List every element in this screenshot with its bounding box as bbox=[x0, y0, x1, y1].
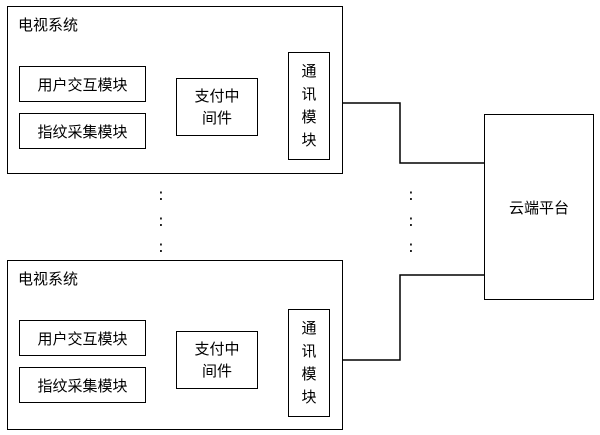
connector-comm-to-cloud-top bbox=[330, 102, 484, 164]
payment-middleware: 支付中 间件 bbox=[176, 331, 258, 389]
cloud-platform: 云端平台 bbox=[484, 114, 594, 300]
comm-char: 讯 bbox=[301, 85, 317, 103]
user-interaction-module-label: 用户交互模块 bbox=[37, 329, 128, 348]
ellipsis-left: : : : bbox=[156, 182, 166, 260]
comm-char: 模 bbox=[301, 108, 317, 126]
payment-middleware: 支付中 间件 bbox=[176, 78, 258, 136]
tv-system-title: 电视系统 bbox=[18, 270, 79, 288]
ellipsis-dot: : bbox=[408, 237, 414, 256]
ellipsis-dot: : bbox=[158, 237, 164, 256]
fingerprint-module-label: 指纹采集模块 bbox=[37, 376, 128, 395]
comm-char: 模 bbox=[301, 365, 317, 383]
comm-char: 通 bbox=[301, 319, 317, 337]
ellipsis-dot: : bbox=[408, 185, 414, 204]
fingerprint-module: 指纹采集模块 bbox=[19, 113, 146, 149]
user-interaction-module: 用户交互模块 bbox=[19, 320, 146, 356]
ellipsis-dot: : bbox=[158, 211, 164, 230]
ellipsis-right: : : : bbox=[406, 182, 416, 260]
comm-char: 通 bbox=[301, 62, 317, 80]
payment-middleware-line2: 间件 bbox=[201, 362, 232, 380]
fingerprint-module-label: 指纹采集模块 bbox=[37, 122, 128, 141]
ellipsis-dot: : bbox=[408, 211, 414, 230]
comm-char: 讯 bbox=[301, 342, 317, 360]
connector-comm-to-cloud-bottom bbox=[330, 274, 484, 361]
communication-module: 通 讯 模 块 bbox=[288, 52, 330, 160]
payment-middleware-line1: 支付中 bbox=[194, 87, 240, 105]
user-interaction-module-label: 用户交互模块 bbox=[37, 75, 128, 94]
comm-char: 块 bbox=[301, 388, 317, 406]
cloud-platform-label: 云端平台 bbox=[508, 198, 569, 217]
comm-char: 块 bbox=[301, 131, 317, 149]
user-interaction-module: 用户交互模块 bbox=[19, 66, 146, 102]
tv-system-title: 电视系统 bbox=[18, 16, 79, 34]
communication-module: 通 讯 模 块 bbox=[288, 309, 330, 417]
ellipsis-dot: : bbox=[158, 185, 164, 204]
fingerprint-module: 指纹采集模块 bbox=[19, 367, 146, 403]
payment-middleware-line1: 支付中 bbox=[194, 340, 240, 358]
payment-middleware-line2: 间件 bbox=[201, 109, 232, 127]
